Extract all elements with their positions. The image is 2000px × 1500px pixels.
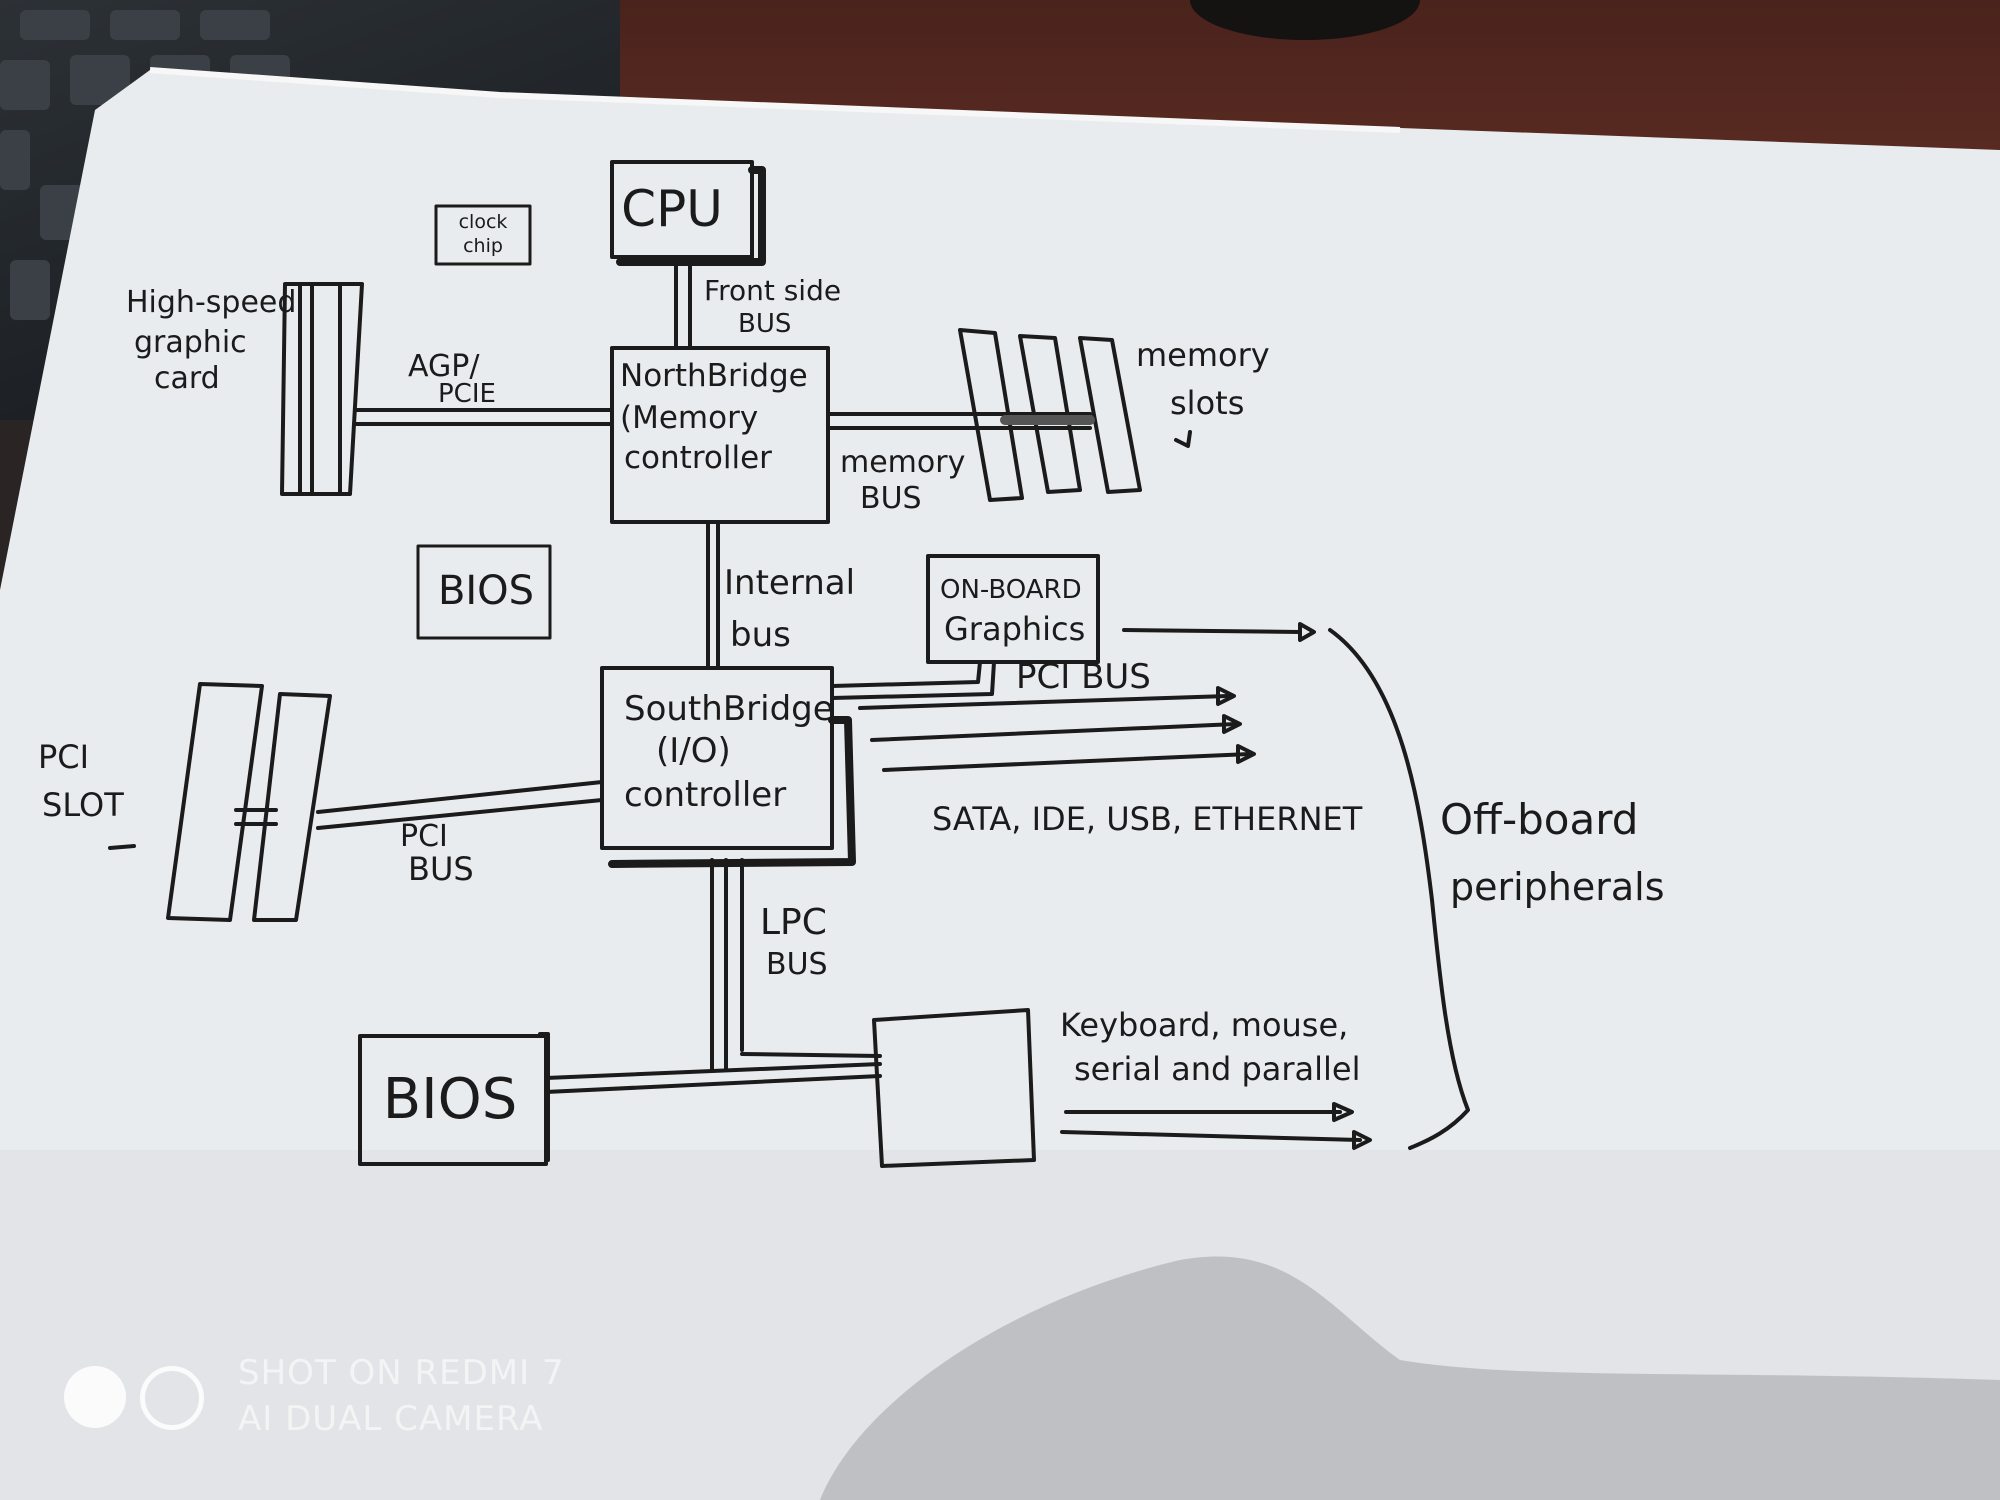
cpu-box <box>610 160 754 259</box>
northbridge-label-1: NorthBridge <box>620 358 808 394</box>
camera-dot-filled-icon <box>64 1366 126 1428</box>
clock-chip-label-1: clock <box>459 211 508 233</box>
memory-slots-label-1: memory <box>1136 336 1270 374</box>
memory-bus-label-2: BUS <box>860 481 922 516</box>
northbridge-box <box>610 346 830 524</box>
lpc-bus-label-1: LPC <box>760 902 827 943</box>
clock-chip-box <box>434 204 532 266</box>
lpc-bus-label-2: BUS <box>766 947 828 982</box>
memory-slot-2 <box>1018 334 1082 494</box>
off-board-label-1: Off-board <box>1440 795 1638 844</box>
bios-bottom-label: BIOS <box>383 1067 518 1132</box>
watermark-line-1: SHOT ON REDMI 7 <box>238 1353 565 1393</box>
memory-slot-3 <box>1078 336 1142 494</box>
camera-dot-ring-icon <box>140 1366 204 1430</box>
pci-bus-left-label-2: BUS <box>408 850 474 888</box>
memory-slots-label-2: slots <box>1170 384 1244 422</box>
graphic-card-label-2: graphic <box>134 325 247 360</box>
front-side-bus-label-2: BUS <box>738 309 791 339</box>
memory-bus-label-1: memory <box>840 445 965 480</box>
pci-slot-1 <box>166 682 264 922</box>
southbridge-label-2: (I/O) <box>656 731 731 771</box>
arrow-group-io <box>858 686 1256 772</box>
northbridge-label-2: (Memory <box>620 400 758 436</box>
memory-slot-1 <box>958 328 1024 502</box>
agp-label-2: PCIE <box>438 379 496 409</box>
pci-slot-label-1: PCI <box>38 738 89 776</box>
agp-label-1: AGP/ <box>408 349 480 384</box>
internal-bus-label-2: bus <box>730 615 791 655</box>
southbridge-label-3: controller <box>624 775 786 815</box>
pci-bus-top-label: PCI BUS <box>1016 657 1151 697</box>
shadow <box>820 1256 2000 1500</box>
clock-chip-label-2: chip <box>463 235 503 257</box>
legacy-io-label-2: serial and parallel <box>1074 1050 1361 1088</box>
legacy-io-label-1: Keyboard, mouse, <box>1060 1006 1348 1044</box>
cpu-label: CPU <box>621 180 723 238</box>
bios-top-label: BIOS <box>438 568 534 614</box>
pci-bus-left-label-1: PCI <box>400 819 448 854</box>
off-board-label-2: peripherals <box>1450 865 1665 909</box>
paper-page <box>0 70 2000 1500</box>
graphic-card-label-1: High-speed <box>126 285 296 320</box>
southbridge-label-1: SouthBridge <box>624 689 834 729</box>
northbridge-label-3: controller <box>624 440 772 476</box>
onboard-graphics-box <box>926 554 1100 664</box>
internal-bus-label-1: Internal <box>724 563 855 603</box>
graphic-card-shape <box>280 282 364 496</box>
pci-slot-2 <box>252 692 332 922</box>
io-list-label: SATA, IDE, USB, ETHERNET <box>932 800 1363 838</box>
graphic-card-label-3: card <box>154 361 220 396</box>
super-io-box <box>872 1008 1036 1168</box>
pci-slot-label-2: SLOT <box>42 786 124 824</box>
front-side-bus-label-1: Front side <box>704 274 841 307</box>
watermark-line-2: AI DUAL CAMERA <box>238 1399 544 1439</box>
onboard-graphics-label-1: ON-BOARD <box>940 575 1082 605</box>
bios-top-box <box>416 544 552 640</box>
southbridge-box <box>600 666 834 850</box>
onboard-graphics-label-2: Graphics <box>944 610 1085 648</box>
